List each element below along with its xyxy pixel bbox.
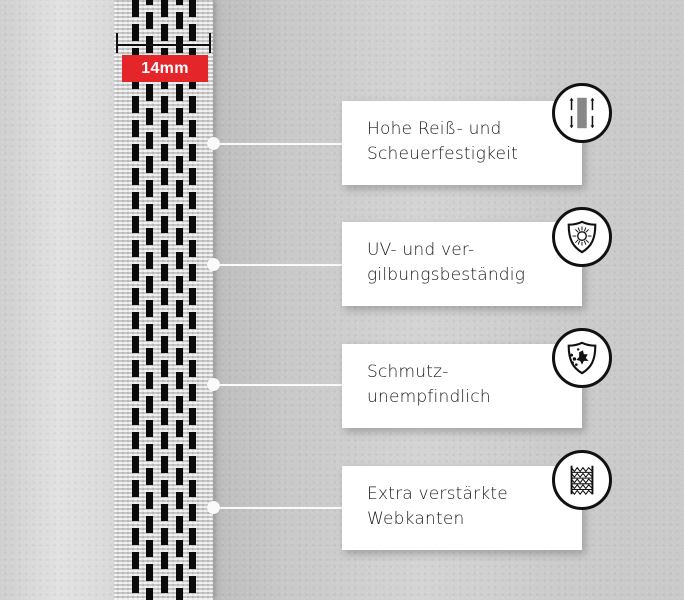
connector-line: [213, 264, 343, 266]
connector-dot: [207, 137, 220, 150]
connector-dot: [207, 258, 220, 271]
feature-text-line: gilbungsbeständig: [367, 265, 526, 285]
width-measurement-bracket: [114, 33, 213, 53]
feature-text-line: Schmutz-: [367, 362, 449, 382]
feature-card-reinforced-edges: Extra verstärkte Webkanten: [342, 466, 582, 550]
stitch-column: [189, 0, 196, 600]
connector-line: [213, 507, 343, 509]
feature-text-line: Scheuerfestigkeit: [367, 144, 518, 164]
feature-card-dirt-resistance: Schmutz- unempfindlich: [342, 344, 582, 428]
uv-shield-icon: [552, 207, 612, 267]
stitch-column: [132, 0, 139, 600]
stitch-column: [161, 0, 168, 600]
feature-text-line: UV- und ver-: [367, 240, 475, 260]
strap-width-badge: 14mm: [122, 55, 208, 82]
connector-line: [213, 143, 343, 145]
feature-text-line: Extra verstärkte: [367, 484, 508, 504]
feature-text-line: unempfindlich: [367, 387, 491, 407]
roller-shutter-strap: [114, 0, 213, 600]
feature-card-uv-resistance: UV- und ver- gilbungsbeständig: [342, 222, 582, 306]
dirt-shield-icon: [552, 328, 612, 388]
tear-resistance-icon: [552, 83, 612, 143]
connector-dot: [207, 501, 220, 514]
connector-line: [213, 384, 343, 386]
connector-dot: [207, 378, 220, 391]
feature-text-line: Hohe Reiß- und: [367, 119, 502, 139]
stitch-column: [146, 0, 153, 600]
stitch-column: [176, 0, 183, 600]
woven-edge-icon: [552, 450, 612, 510]
feature-card-tear-resistance: Hohe Reiß- und Scheuerfestigkeit: [342, 101, 582, 185]
feature-text-line: Webkanten: [367, 509, 465, 529]
